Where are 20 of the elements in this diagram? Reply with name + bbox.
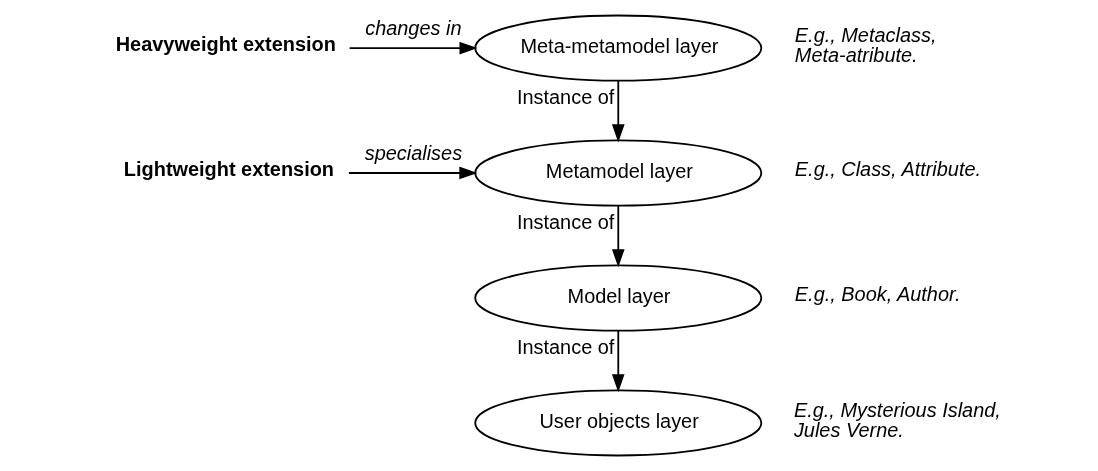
node-label: E.g., Mysterious Island, Jules Verne. [793,399,1001,442]
edge-label: changes in [365,17,462,40]
node-ellipse: Model layer [474,264,763,332]
node-text: Lightweight extension [123,158,335,181]
arrow [348,166,478,180]
edge-label: specialises [364,141,463,164]
edge-label: Instance of [516,86,615,109]
node-ellipse: User objects layer [474,389,763,457]
arrow [611,80,625,143]
edge-label: Instance of [516,336,615,359]
arrow [348,41,478,55]
arrow [611,330,625,393]
node-label: E.g., Book, Author. [794,283,961,306]
arrow [611,205,625,268]
node-text: Heavyweight extension [115,33,336,56]
edge-label: Instance of [516,211,615,234]
node-label: E.g., Class, Attribute. [794,158,982,181]
node-ellipse: Metamodel layer [474,139,763,207]
node-label: E.g., Metaclass, Meta-atribute. [794,24,937,67]
node-ellipse: Meta-metamodel layer [474,14,763,82]
